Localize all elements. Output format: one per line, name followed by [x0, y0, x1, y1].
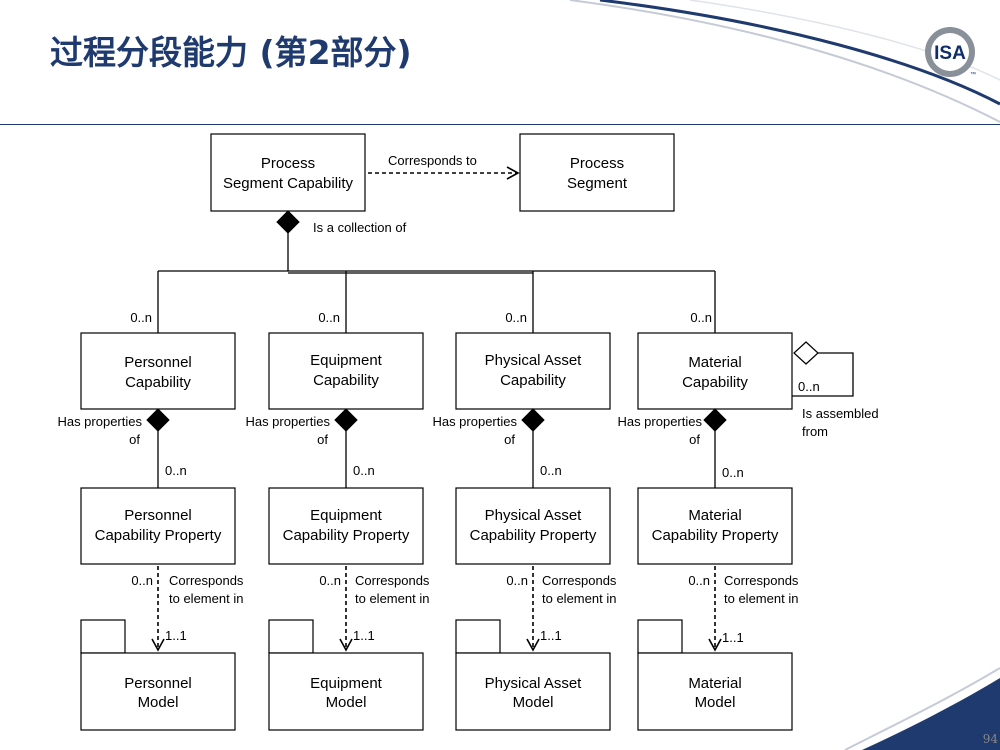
equipment-model-box: [268, 652, 424, 731]
physical-asset-capability-line-1: Physical Asset: [485, 352, 583, 369]
equipment-has-properties-line-1: Has properties: [245, 414, 330, 429]
personnel-has-properties-line-1: Has properties: [57, 414, 142, 429]
equipment-has-properties-line-2: of: [317, 432, 328, 447]
material-property-line-2: Capability Property: [652, 527, 779, 544]
personnel-model-box: [80, 652, 236, 731]
assembled-from-self-loop: [792, 352, 854, 397]
physical-asset-model-box: [455, 652, 611, 731]
page-title: 过程分段能力 (第2部分): [50, 33, 412, 72]
header-swoosh-graphic: [569, 0, 1000, 123]
physical-asset-corr-multiplicity: 0..n: [506, 573, 528, 588]
material-has-properties-line-1: Has properties: [617, 414, 702, 429]
corresponds-to-label: Corresponds to: [388, 153, 477, 168]
personnel-model-line-1: Personnel: [124, 675, 192, 692]
personnel-model-line-2: Model: [138, 694, 179, 711]
logo-text: ISA: [934, 43, 966, 64]
personnel-corr-label-line-1: Corresponds: [169, 573, 244, 588]
equipment-model-package-tab: [268, 619, 314, 654]
material-capability-line-2: Capability: [682, 374, 748, 391]
isa-logo: ISA ™: [925, 27, 976, 78]
physical-asset-property-line-1: Physical Asset: [485, 507, 583, 524]
psc-box-line-2: Segment Capability: [223, 175, 354, 192]
physical-asset-model-line-1: Physical Asset: [485, 675, 583, 692]
material-property-multiplicity: 0..n: [722, 465, 744, 480]
physical-asset-model-multiplicity: 1..1: [540, 628, 562, 643]
physical-asset-property-line-2: Capability Property: [470, 527, 597, 544]
personnel-capability-line-2: Capability: [125, 374, 191, 391]
process-segment-capability-box: [210, 133, 366, 212]
material-model-line-1: Material: [688, 675, 741, 692]
page-number: 94: [982, 732, 998, 746]
equipment-model-line-2: Model: [326, 694, 367, 711]
equipment-model-multiplicity: 1..1: [353, 628, 375, 643]
physical-asset-has-properties-line-2: of: [504, 432, 515, 447]
collection-label: Is a collection of: [313, 220, 407, 235]
personnel-capability-line-1: Personnel: [124, 354, 192, 371]
personnel-model-package-tab: [80, 619, 126, 654]
equipment-corr-label-line-1: Corresponds: [355, 573, 430, 588]
material-capability-box: [637, 332, 793, 410]
physical-asset-corr-label-line-2: to element in: [542, 591, 616, 606]
process-segment-box: [519, 133, 675, 212]
physical-asset-property-multiplicity: 0..n: [540, 463, 562, 478]
personnel-model-multiplicity: 1..1: [165, 628, 187, 643]
logo-trademark: ™: [970, 71, 976, 78]
equipment-model-line-1: Equipment: [310, 675, 383, 692]
physical-asset-corr-label-line-1: Corresponds: [542, 573, 617, 588]
material-capability-line-1: Material: [688, 354, 741, 371]
equipment-top-multiplicity: 0..n: [318, 310, 340, 325]
ps-box-line-1: Process: [570, 155, 624, 172]
equipment-property-line-2: Capability Property: [283, 527, 410, 544]
equipment-properties-diamond-icon: [334, 408, 358, 432]
material-properties-diamond-icon: [703, 408, 727, 432]
personnel-has-properties-line-2: of: [129, 432, 140, 447]
equipment-capability-line-2: Capability: [313, 372, 379, 389]
header-divider: [0, 124, 1000, 125]
physical-asset-has-properties-line-1: Has properties: [432, 414, 517, 429]
psc-box-line-1: Process: [261, 155, 315, 172]
material-corr-label-line-2: to element in: [724, 591, 798, 606]
material-model-line-2: Model: [695, 694, 736, 711]
personnel-corr-label-line-2: to element in: [169, 591, 243, 606]
physical-asset-capability-property-box: [455, 487, 611, 565]
material-has-properties-line-2: of: [689, 432, 700, 447]
physical-asset-model-package-tab: [455, 619, 501, 654]
personnel-properties-diamond-icon: [146, 408, 170, 432]
material-top-multiplicity: 0..n: [690, 310, 712, 325]
personnel-property-line-1: Personnel: [124, 507, 192, 524]
equipment-capability-line-1: Equipment: [310, 352, 383, 369]
ps-box-line-2: Segment: [567, 175, 628, 192]
equipment-property-line-1: Equipment: [310, 507, 383, 524]
physical-asset-top-multiplicity: 0..n: [505, 310, 527, 325]
material-model-box: [637, 652, 793, 731]
collection-diamond-icon: [276, 210, 300, 234]
assembled-from-open-diamond-icon: [793, 341, 819, 365]
physical-asset-capability-box: [455, 332, 611, 410]
material-corr-label-line-1: Corresponds: [724, 573, 799, 588]
assembled-from-label-line-1: Is assembled: [802, 406, 879, 421]
assembled-from-label-line-2: from: [802, 424, 828, 439]
material-model-multiplicity: 1..1: [722, 630, 744, 645]
material-model-package-tab: [637, 619, 683, 654]
material-corr-multiplicity: 0..n: [688, 573, 710, 588]
assembled-from-multiplicity: 0..n: [798, 379, 820, 394]
physical-asset-capability-line-2: Capability: [500, 372, 566, 389]
physical-asset-model-line-2: Model: [513, 694, 554, 711]
personnel-property-multiplicity: 0..n: [165, 463, 187, 478]
equipment-capability-property-box: [268, 487, 424, 565]
material-property-line-1: Material: [688, 507, 741, 524]
personnel-property-line-2: Capability Property: [95, 527, 222, 544]
equipment-corr-label-line-2: to element in: [355, 591, 429, 606]
personnel-top-multiplicity: 0..n: [130, 310, 152, 325]
personnel-corr-multiplicity: 0..n: [131, 573, 153, 588]
physical-asset-properties-diamond-icon: [521, 408, 545, 432]
personnel-capability-property-box: [80, 487, 236, 565]
equipment-corr-multiplicity: 0..n: [319, 573, 341, 588]
equipment-property-multiplicity: 0..n: [353, 463, 375, 478]
equipment-capability-box: [268, 332, 424, 410]
personnel-capability-box: [80, 332, 236, 410]
material-capability-property-box: [637, 487, 793, 565]
